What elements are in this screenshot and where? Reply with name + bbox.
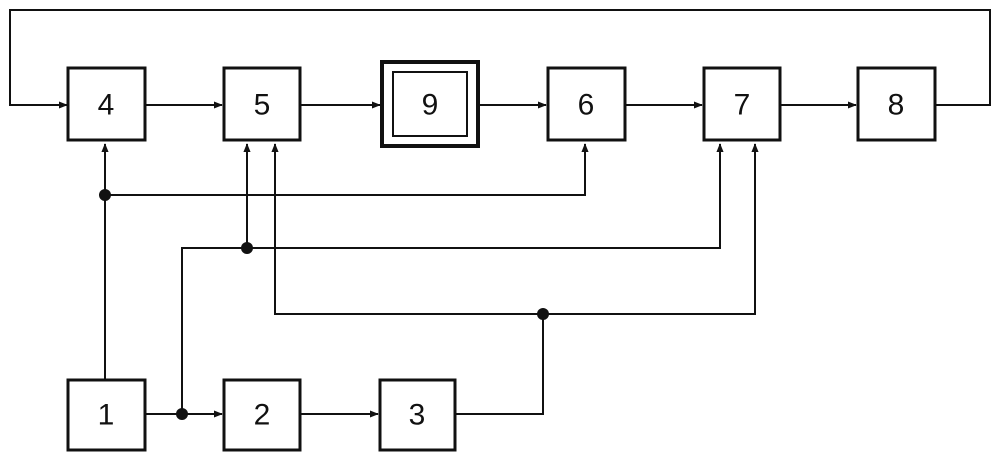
block-8-label: 8 (888, 89, 905, 122)
arrow-3-to-5 (275, 144, 543, 314)
block-1: 1 (68, 380, 145, 450)
connections (10, 10, 990, 414)
block-5-label: 5 (254, 89, 271, 122)
block-6-label: 6 (578, 89, 595, 122)
arrow-1-to-6 (105, 144, 585, 195)
block-2: 2 (224, 380, 300, 450)
wire-1-branch-up (182, 144, 720, 414)
block-2-label: 2 (254, 399, 271, 432)
arrow-8-to-4-feedback (10, 10, 990, 105)
block-1-label: 1 (98, 399, 115, 432)
block-7-label: 7 (734, 89, 751, 122)
block-7: 7 (704, 68, 780, 140)
block-6: 6 (548, 68, 625, 140)
arrow-3-to-7 (543, 144, 755, 314)
block-8: 8 (858, 68, 935, 140)
block-9-label: 9 (422, 89, 439, 122)
junction-dot (241, 242, 253, 254)
block-3: 3 (380, 380, 455, 450)
wire-3-out (455, 314, 543, 414)
block-5: 5 (224, 68, 300, 140)
block-4-label: 4 (98, 89, 115, 122)
junctions (99, 189, 549, 420)
junction-dot (176, 408, 188, 420)
block-4: 4 (68, 68, 145, 140)
block-3-label: 3 (409, 399, 426, 432)
block-9: 9 (382, 62, 478, 146)
junction-dot (99, 189, 111, 201)
junction-dot (537, 308, 549, 320)
